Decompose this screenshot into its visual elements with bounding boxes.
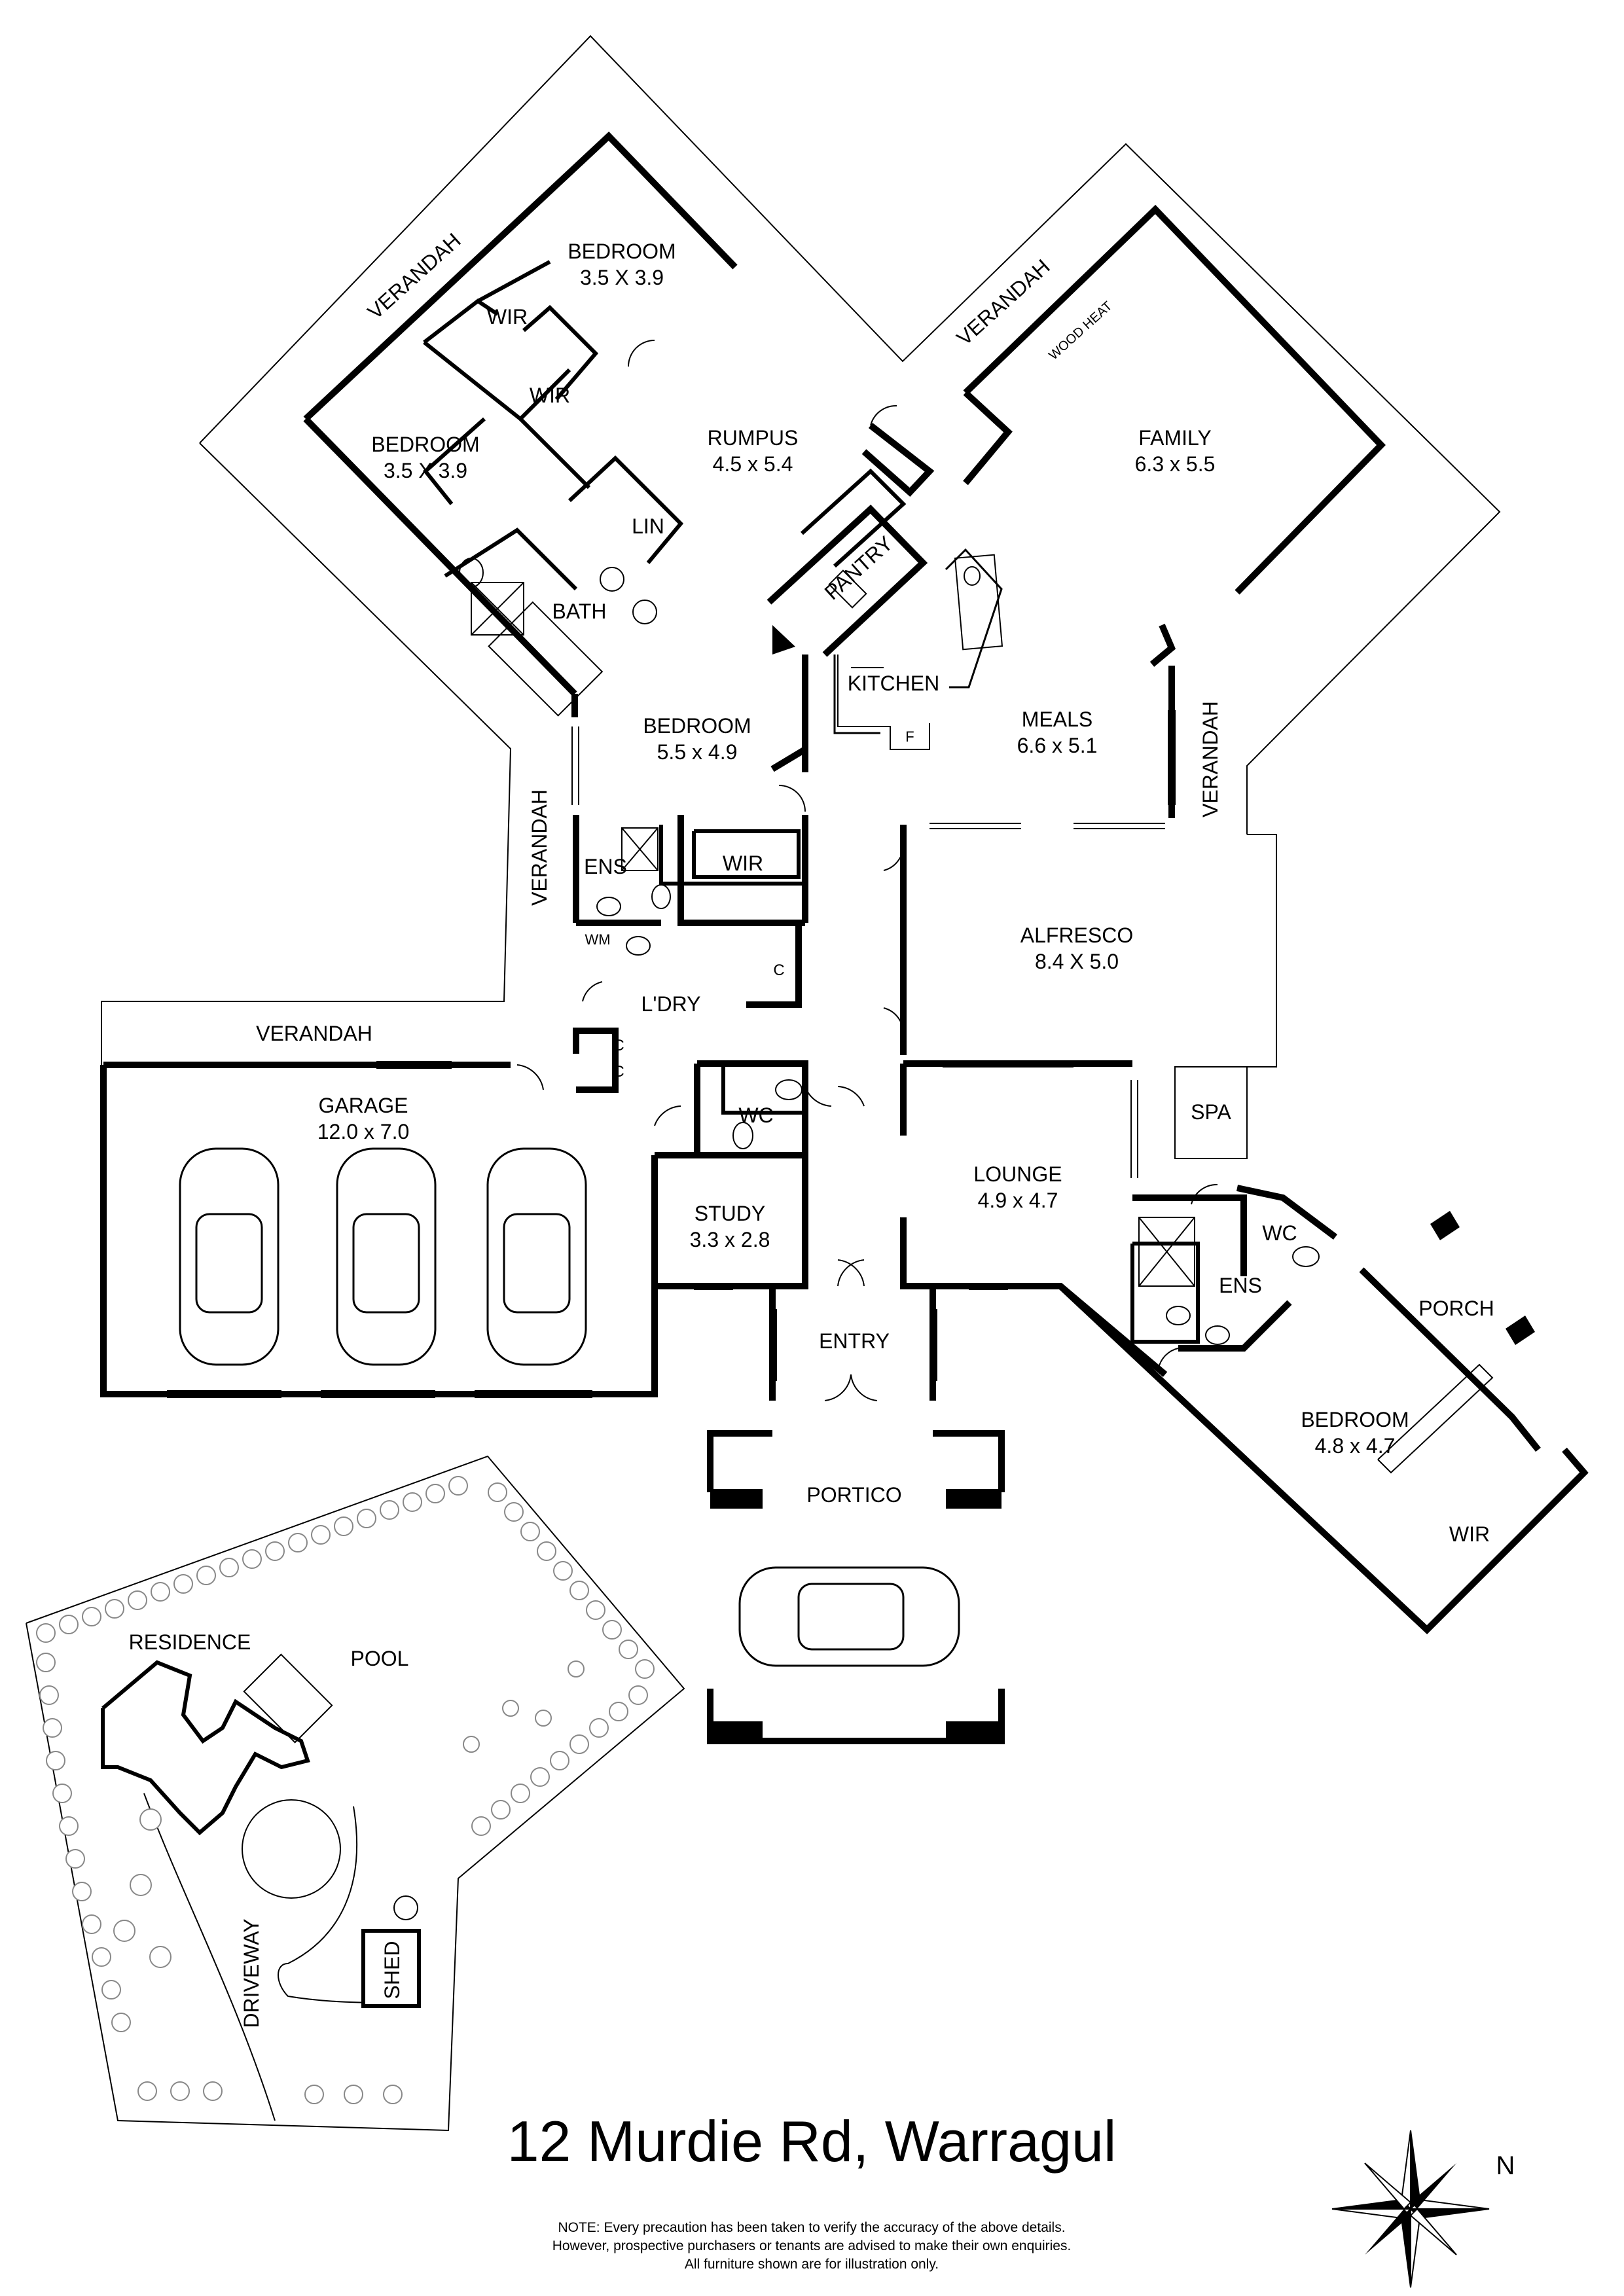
room-name-bedroom-master: BEDROOM	[643, 714, 751, 738]
room-size-bedroom-se: 4.8 x 4.7	[1315, 1434, 1396, 1458]
room-label-cupboard-1: C	[773, 961, 784, 979]
room-label-kitchen: KITCHEN	[848, 672, 939, 695]
room-size-lounge: 4.9 x 4.7	[978, 1189, 1058, 1212]
room-size-alfresco: 8.4 X 5.0	[1035, 950, 1119, 973]
verandah-label-nw: VERANDAH	[363, 228, 465, 324]
verandah-label-n: VERANDAH	[952, 255, 1055, 350]
room-size-rumpus: 4.5 x 5.4	[713, 452, 793, 476]
compass-icon	[1331, 2130, 1490, 2288]
room-name-bedroom-ne: BEDROOM	[568, 240, 676, 263]
room-label-porch: PORCH	[1418, 1297, 1494, 1320]
structural-blocks	[710, 625, 1535, 1741]
site-label-driveway: DRIVEWAY	[240, 1918, 263, 2028]
fixtures	[459, 554, 1494, 1474]
room-name-meals: MEALS	[1022, 708, 1092, 731]
room-size-study: 3.3 x 2.8	[690, 1228, 770, 1251]
windows	[167, 710, 1176, 1398]
room-label-wir-2: WIR	[530, 384, 570, 407]
kitchen-bench	[833, 548, 1003, 734]
room-label-laundry: L'DRY	[641, 992, 701, 1016]
disclaimer-line-3: All furniture shown are for illustration…	[685, 2257, 939, 2272]
verandah-label-e: VERANDAH	[1199, 701, 1222, 817]
room-label-portico: PORTICO	[806, 1483, 901, 1507]
doors	[516, 340, 1218, 1401]
trees	[36, 1476, 655, 2104]
room-name-bedroom-se: BEDROOM	[1301, 1408, 1409, 1431]
room-name-family: FAMILY	[1138, 426, 1211, 450]
compass-north-label: N	[1496, 2151, 1515, 2180]
site-label-residence: RESIDENCE	[129, 1630, 251, 1654]
room-name-alfresco: ALFRESCO	[1020, 924, 1133, 947]
room-label-wc-1: WC	[738, 1103, 773, 1127]
verandah-label-garage: VERANDAH	[256, 1022, 372, 1045]
verandah-label-w: VERANDAH	[528, 789, 551, 906]
room-label-spa: SPA	[1191, 1100, 1231, 1124]
room-label-bath: BATH	[552, 600, 607, 623]
site-plan	[26, 1455, 685, 2132]
disclaimer-line-1: NOTE: Every precaution has been taken to…	[558, 2220, 1065, 2235]
walls	[100, 131, 1589, 1744]
property-address: 12 Murdie Rd, Warragul	[507, 2109, 1117, 2174]
room-label-ens-2: ENS	[1219, 1274, 1262, 1297]
room-label-cupboard-3: C	[613, 1063, 624, 1081]
room-name-lounge: LOUNGE	[973, 1162, 1062, 1186]
room-size-meals: 6.6 x 5.1	[1017, 734, 1098, 757]
room-label-ens-1: ENS	[584, 855, 627, 878]
cars	[179, 1147, 960, 1667]
room-label-fridge: F	[905, 728, 914, 745]
site-label-shed: SHED	[380, 1941, 404, 2000]
room-label-wm: WM	[585, 931, 610, 948]
room-label-wir-1: WIR	[487, 305, 528, 329]
room-size-bedroom-master: 5.5 x 4.9	[657, 740, 738, 764]
disclaimer-line-2: However, prospective purchasers or tenan…	[552, 2238, 1072, 2253]
room-label-wir-4: WIR	[1449, 1522, 1490, 1546]
room-name-garage: GARAGE	[319, 1094, 408, 1117]
room-size-bedroom-ne: 3.5 X 3.9	[580, 266, 664, 289]
room-label-wir-3: WIR	[723, 852, 763, 875]
room-name-bedroom-nw: BEDROOM	[371, 433, 479, 456]
room-label-wc-2: WC	[1262, 1221, 1297, 1245]
site-label-pool: POOL	[351, 1647, 409, 1670]
room-label-entry: ENTRY	[819, 1329, 890, 1353]
room-name-rumpus: RUMPUS	[708, 426, 799, 450]
room-label-cupboard-2: C	[613, 1037, 624, 1054]
interior-walls	[422, 260, 1200, 1344]
room-name-study: STUDY	[695, 1202, 765, 1225]
shed-outline	[361, 1929, 421, 2008]
room-size-garage: 12.0 x 7.0	[317, 1120, 410, 1143]
room-size-family: 6.3 x 5.5	[1135, 452, 1216, 476]
room-label-lin: LIN	[632, 514, 664, 538]
verandah-outlines	[101, 35, 1501, 1067]
room-size-bedroom-nw: 3.5 X 3.9	[384, 459, 467, 482]
spa-outline	[1174, 1066, 1248, 1159]
